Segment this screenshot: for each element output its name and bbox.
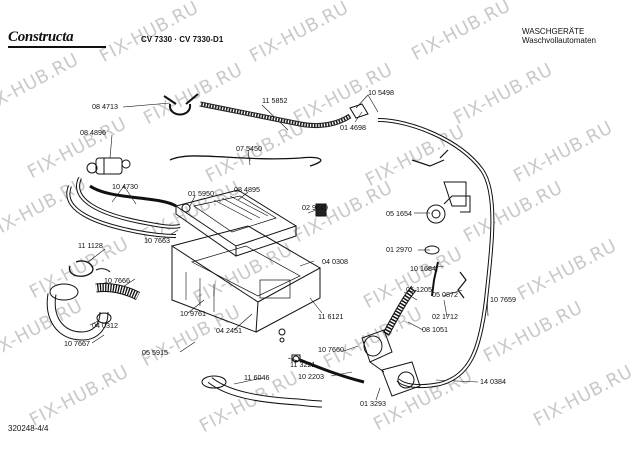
model-title: CV 7330 · CV 7330-D1: [141, 35, 224, 44]
hose-pump: [299, 358, 365, 384]
part-label: 10 7663: [144, 236, 170, 245]
dispenser-tub: [170, 225, 322, 333]
part-label: 08 4713: [92, 102, 118, 111]
part-label: 10 2203: [298, 372, 324, 381]
part-label: 11 6121: [318, 312, 344, 321]
category-title: WASCHGERÄTE: [522, 27, 585, 36]
bracket-side: [443, 181, 467, 207]
part-label: 10 4730: [112, 182, 138, 191]
part-label: 04 0308: [322, 257, 348, 266]
pressure-switch: [426, 195, 471, 224]
part-label: 08 1051: [422, 325, 448, 334]
small-connector: [315, 203, 327, 217]
part-label: 08 4896: [80, 128, 106, 137]
bracket-top: [411, 149, 449, 167]
part-label: 10 7666: [104, 276, 130, 285]
u-bracket: [163, 93, 199, 116]
page-code: 320248-4/4: [8, 424, 49, 433]
small-part: [291, 354, 301, 362]
hose-small: [169, 155, 322, 167]
part-label: 02 9149: [302, 203, 328, 212]
hose-clamp: [68, 260, 94, 277]
part-label: 05 0872: [432, 290, 458, 299]
inlet-valve: [86, 157, 131, 175]
drain-pump: [361, 329, 421, 397]
part-label: 01 3293: [360, 399, 386, 408]
part-label: 08 4895: [234, 185, 260, 194]
screw: [278, 328, 286, 336]
part-label: 10 9761: [180, 309, 206, 318]
part-label: 04 2451: [216, 326, 242, 335]
part-label: 05 1205: [406, 285, 432, 294]
siphon-hose: [46, 283, 141, 341]
part-label: 10 7660: [318, 345, 344, 354]
part-label: 14 0384: [480, 377, 506, 386]
hose-left-c: [89, 184, 177, 208]
part-label: 01 2970: [386, 245, 412, 254]
brand-underline: [8, 46, 106, 48]
part-label: 10 7659: [490, 295, 516, 304]
brand-logo: Constructa: [8, 29, 74, 45]
part-label: 11 3221: [290, 360, 316, 369]
part-label: 02 1712: [432, 312, 458, 321]
category-subtitle: Waschvollautomaten: [522, 36, 596, 45]
part-label: 01 4698: [340, 123, 366, 132]
valve-piece: [349, 103, 369, 119]
part-label: 04 0312: [92, 321, 118, 330]
ring: [181, 203, 191, 213]
part-label: 10 1684: [410, 264, 436, 273]
clip: [457, 271, 467, 299]
part-label: 07 5450: [236, 144, 262, 153]
part-label: 11 5852: [262, 96, 288, 105]
part-label: 05 5915: [142, 348, 168, 357]
part-label: 01 5950: [188, 189, 214, 198]
drawer-housing: [174, 189, 298, 257]
part-label: 10 5498: [368, 88, 394, 97]
part-label: 11 6046: [244, 373, 270, 382]
part-label: 11 1128: [78, 241, 103, 250]
part-label: 05 1654: [386, 209, 412, 218]
part-label: 10 7667: [64, 339, 90, 348]
air-trap: [424, 245, 440, 255]
small-tube: [431, 261, 439, 297]
